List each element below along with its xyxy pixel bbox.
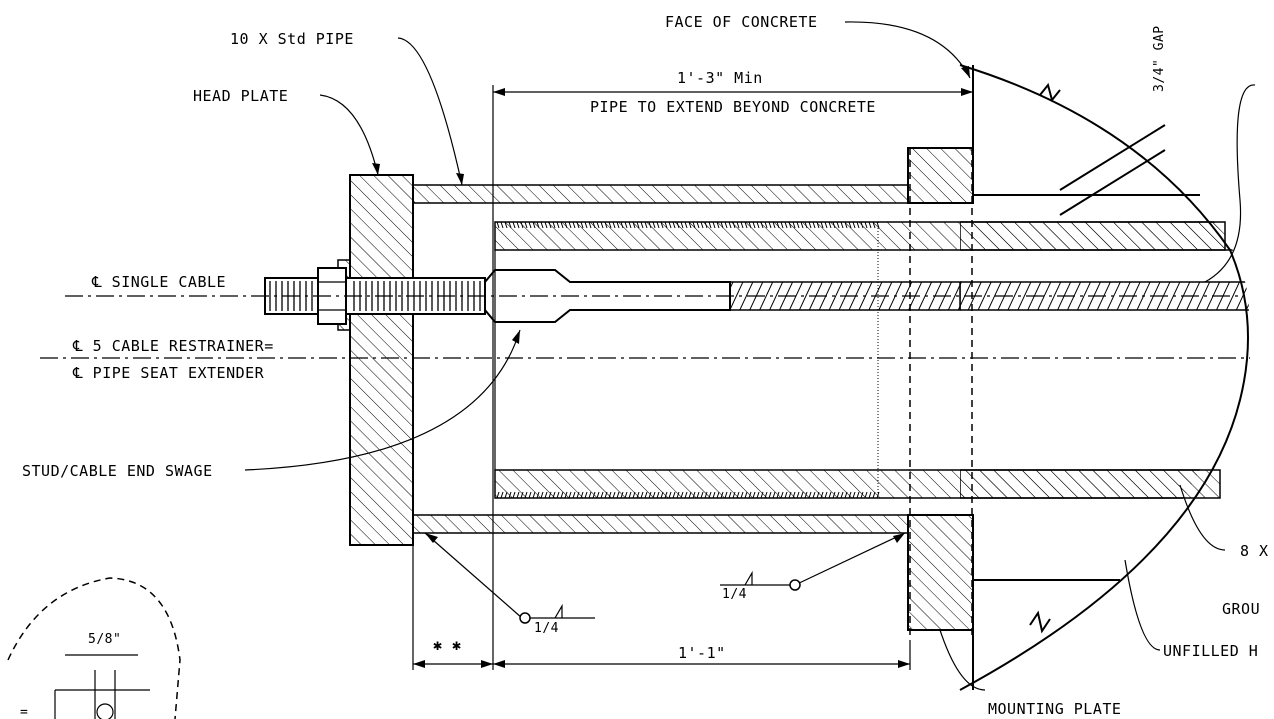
mounting-plate-top bbox=[907, 147, 974, 204]
detail-circle bbox=[7, 577, 181, 719]
label-single-cable: ℄ SINGLE CABLE bbox=[91, 273, 226, 291]
pipe-wall-bottom bbox=[412, 514, 909, 534]
label-face-of-concrete: FACE OF CONCRETE bbox=[665, 13, 818, 31]
label-mounting-plate: MOUNTING PLATE bbox=[988, 700, 1121, 718]
label-pipe-seat: ℄ PIPE SEAT EXTENDER bbox=[72, 364, 265, 382]
label-stud-swage: STUD/CABLE END SWAGE bbox=[22, 462, 213, 480]
mounting-plate-bottom bbox=[907, 514, 974, 631]
label-dim-top-note: PIPE TO EXTEND BEYOND CONCRETE bbox=[590, 98, 876, 116]
label-unfilled: UNFILLED H bbox=[1163, 642, 1258, 660]
label-weld-right: 1/4 bbox=[722, 587, 747, 602]
label-grout: GROU bbox=[1222, 600, 1260, 618]
label-pipe: 10 X Std PIPE bbox=[230, 30, 354, 48]
label-restrainer: ℄ 5 CABLE RESTRAINER= bbox=[72, 337, 274, 355]
stud-cable-end-swage bbox=[484, 269, 731, 323]
label-detail-eq: = bbox=[20, 705, 28, 719]
label-weld-left: 1/4 bbox=[534, 621, 559, 636]
label-dim-bottom: 1'-1" bbox=[678, 644, 726, 662]
label-head-plate: HEAD PLATE bbox=[193, 87, 288, 105]
thread-marks bbox=[496, 221, 880, 499]
concrete-break-outline bbox=[959, 64, 1249, 691]
head-plate bbox=[349, 174, 414, 546]
label-8x: 8 X bbox=[1240, 542, 1269, 560]
pipe-wall-top bbox=[412, 184, 909, 204]
label-dim-top: 1'-3" Min bbox=[677, 69, 763, 87]
label-stars: ✱ ✱ bbox=[433, 636, 462, 654]
label-detail-dim: 5/8" bbox=[88, 632, 121, 647]
label-gap: 3/4" GAP bbox=[1152, 25, 1167, 92]
